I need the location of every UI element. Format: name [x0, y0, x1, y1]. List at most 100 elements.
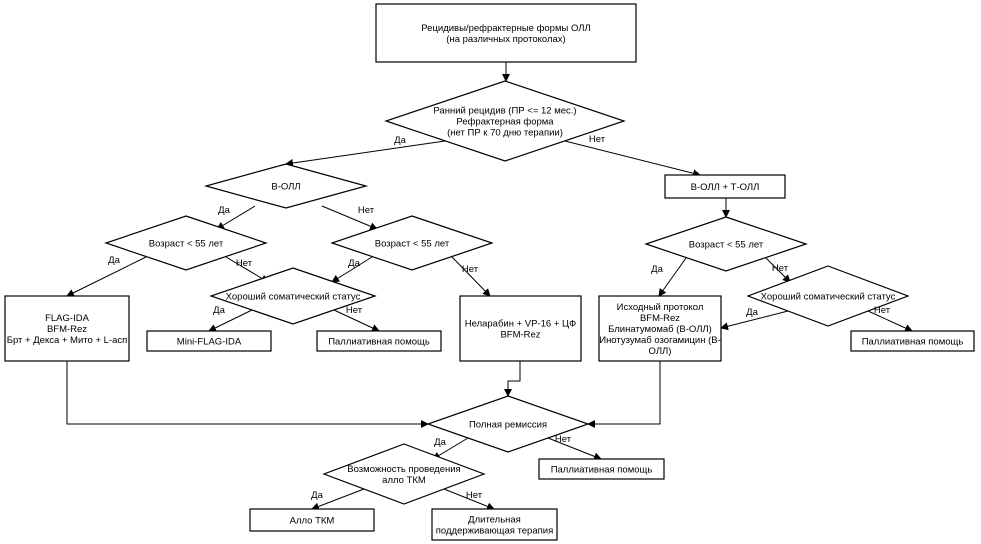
- node-nelarabine-box: [459, 295, 582, 362]
- node-age-right: Возраст < 55 лет: [644, 216, 808, 272]
- edge-allo-no: [443, 488, 495, 511]
- node-initial-protocol-text-2: Блинатумомаб (В-ОЛЛ): [608, 324, 712, 335]
- node-q-early-text-0: Ранний рецидив (ПР <= 12 мес.): [433, 106, 576, 117]
- edge-ageleft-no-label: Нет: [236, 258, 253, 269]
- node-allo-tkm-box: [249, 508, 375, 532]
- edge-early-no-label: Нет: [589, 134, 606, 145]
- node-somatic-left: Хороший соматический статус: [209, 267, 377, 325]
- node-age-mid-diamond: [330, 215, 494, 271]
- edge-allo-yes: [311, 488, 365, 511]
- node-somatic-left-text-0: Хороший соматический статус: [226, 292, 361, 303]
- node-pall-1-box: [316, 330, 442, 352]
- edge-remission-yes: [432, 437, 469, 460]
- node-allo-possible-diamond: [322, 443, 486, 505]
- node-pall-2: Паллиативная помощь: [850, 330, 975, 352]
- node-initial-protocol-text-4: ОЛЛ): [649, 346, 672, 357]
- edge-flag-to-remission: [66, 361, 429, 428]
- edge-ageright-yes-label: Да: [651, 264, 663, 275]
- node-flag-ida-box: [4, 295, 130, 362]
- node-pall-1: Паллиативная помощь: [316, 330, 442, 352]
- node-flag-ida-text-2: Брт + Декса + Мито + L-асп: [7, 335, 128, 346]
- edges-layer: [66, 62, 913, 511]
- edge-ball-yes-label: Да: [218, 205, 230, 216]
- edge-somleft-yes-label: Да: [213, 305, 225, 316]
- node-root-text-1: (на различных протоколах): [446, 34, 565, 45]
- edge-remission-no: [547, 437, 602, 461]
- node-age-left-diamond: [104, 215, 268, 271]
- node-bt-all-text-0: В-ОЛЛ + Т-ОЛЛ: [691, 182, 760, 193]
- node-maintenance-text-1: поддерживающая терапия: [436, 526, 553, 537]
- edge-remission-yes-label: Да: [434, 437, 446, 448]
- edge-ageright-no-label: Нет: [772, 263, 789, 274]
- node-bt-all: В-ОЛЛ + Т-ОЛЛ: [664, 174, 786, 199]
- node-remission-text-0: Полная ремиссия: [469, 420, 547, 431]
- edge-ageright-yes: [658, 257, 687, 297]
- node-age-left: Возраст < 55 лет: [104, 215, 268, 271]
- node-pall-1-text-0: Паллиативная помощь: [328, 337, 430, 348]
- node-q-early-text-2: (нет ПР к 70 дню терапии): [447, 128, 563, 139]
- node-somatic-left-diamond: [209, 267, 377, 325]
- node-flag-ida-text-0: FLAG-IDA: [45, 313, 89, 324]
- edge-ageleft-no: [225, 256, 269, 283]
- node-nelarabine-text-0: Неларабин + VP-16 + ЦФ: [465, 319, 577, 330]
- edge-somright-no-label: Нет: [874, 305, 891, 316]
- node-somatic-right-text-0: Хороший соматический статус: [761, 292, 896, 303]
- edge-early-yes-label: Да: [394, 135, 406, 146]
- node-nelarabine-text-1: BFM-Rez: [500, 330, 540, 341]
- edge-somleft-no-label: Нет: [346, 305, 363, 316]
- edge-remission-no-label: Нет: [555, 434, 572, 445]
- node-allo-tkm: Алло ТКМ: [249, 508, 375, 532]
- edge-allo-no-label: Нет: [466, 490, 483, 501]
- node-maintenance-box: [431, 508, 558, 541]
- node-mini-flag-box: [146, 330, 272, 352]
- node-q-early-text-1: Рефрактерная форма: [456, 117, 554, 128]
- node-maintenance-text-0: Длительная: [468, 515, 521, 526]
- node-age-left-text-0: Возраст < 55 лет: [149, 239, 224, 250]
- node-initial-protocol-text-0: Исходный протокол: [617, 302, 704, 313]
- node-pall-2-text-0: Паллиативная помощь: [862, 337, 964, 348]
- edge-ageright-no: [765, 257, 791, 283]
- node-root-text-0: Рецидивы/рефрактерные формы ОЛЛ: [421, 23, 590, 34]
- edge-early-yes: [285, 140, 446, 167]
- node-q-early: Ранний рецидив (ПР <= 12 мес.)Рефрактерн…: [384, 80, 626, 162]
- node-flag-ida-text-1: BFM-Rez: [47, 324, 87, 335]
- edge-ageleft-yes: [66, 256, 147, 297]
- edge-somleft-no: [333, 309, 380, 332]
- edge-somleft-yes: [208, 309, 253, 332]
- edge-agemid-no: [451, 256, 491, 297]
- edge-somright-yes: [720, 310, 789, 331]
- node-root-box: [375, 3, 637, 63]
- edge-agemid-no-label: Нет: [462, 264, 479, 275]
- edge-agemid-yes-label: Да: [348, 258, 360, 269]
- node-pall-3-text-0: Паллиативная помощь: [551, 465, 653, 476]
- node-remission: Полная ремиссия: [426, 395, 590, 453]
- edge-ball-no: [321, 205, 378, 230]
- node-remission-diamond: [426, 395, 590, 453]
- node-age-mid-text-0: Возраст < 55 лет: [375, 239, 450, 250]
- edge-somright-yes-label: Да: [746, 307, 758, 318]
- node-q-early-diamond: [384, 80, 626, 162]
- node-pall-2-box: [850, 330, 975, 352]
- node-initial-protocol-box: [598, 295, 722, 362]
- edge-somright-no: [867, 310, 913, 332]
- node-root: Рецидивы/рефрактерные формы ОЛЛ(на разли…: [375, 3, 637, 63]
- node-age-right-diamond: [644, 216, 808, 272]
- node-initial-protocol-text-1: BFM-Rez: [640, 313, 680, 324]
- node-bt-all-box: [664, 174, 786, 199]
- node-allo-possible-text-1: алло ТКМ: [382, 475, 426, 486]
- node-initial-protocol-text-3: Инотузумаб озогамицин (В-: [599, 335, 721, 346]
- node-b-all-text-0: В-ОЛЛ: [271, 182, 300, 193]
- node-mini-flag: Mini-FLAG-IDA: [146, 330, 272, 352]
- node-allo-possible-text-0: Возможность проведения: [347, 464, 460, 475]
- node-pall-3-box: [538, 458, 665, 480]
- edge-agemid-yes: [331, 256, 373, 283]
- edge-initial-to-remission: [587, 361, 661, 428]
- edge-ageleft-yes-label: Да: [108, 255, 120, 266]
- edge-ball-yes: [216, 205, 256, 230]
